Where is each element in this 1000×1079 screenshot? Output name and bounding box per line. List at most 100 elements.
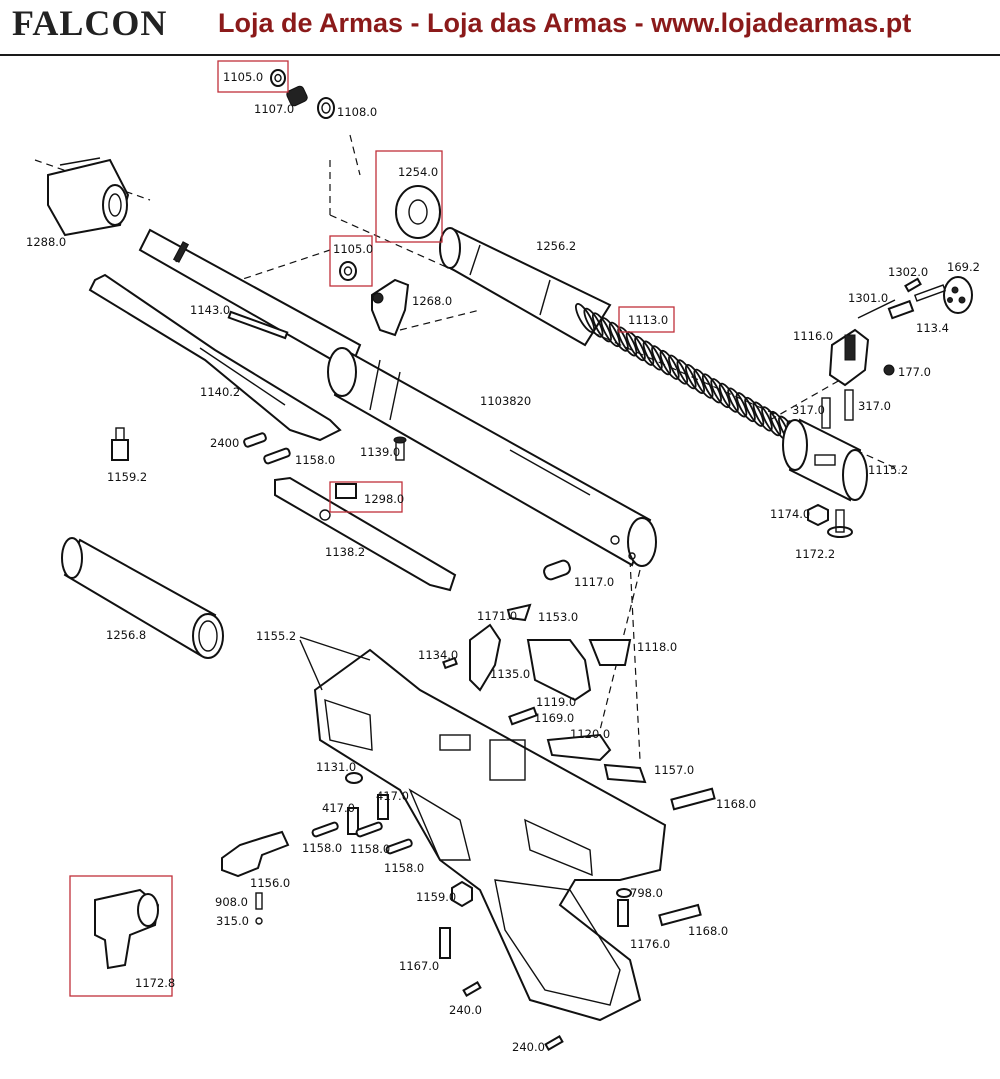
label-1117: 1117.0 [574,575,614,589]
screw-1167 [439,927,451,959]
label-1120: 1120.0 [570,727,610,741]
label-1268: 1268.0 [412,294,452,308]
label-1171: 1171.0 [477,609,517,623]
label-1157: 1157.0 [654,763,694,777]
brand-title: FALCON [12,3,168,43]
label-177: 177.0 [898,365,931,379]
label-2400: 2400 [210,436,239,450]
highlight-box-1105-top [217,60,289,93]
block-1298 [335,483,357,499]
nut-and-screw [807,503,853,538]
label-1155-2: 1155.2 [256,629,296,643]
label-1159-2: 1159.2 [107,470,147,484]
label-417-right: 417.0 [376,789,409,803]
label-1176: 1176.0 [630,937,670,951]
label-1168-lower: 1168.0 [688,924,728,938]
spring-908-ball-315 [255,892,263,925]
header-divider [0,54,1000,56]
label-1168-upper: 1168.0 [716,797,756,811]
pins-240 [462,981,564,1051]
pins-lower [311,821,413,855]
plate-1157 [603,763,647,784]
label-1172-8: 1172.8 [135,976,175,990]
label-169-2: 169.2 [947,260,980,274]
safety-slide [221,830,290,878]
cocking-lever [88,273,342,442]
label-1107: 1107.0 [254,102,294,116]
breech-latch [371,278,410,337]
highlight-box-1172-8 [69,875,173,997]
label-1172-2: 1172.2 [795,547,835,561]
highlight-box-1105-middle [329,235,373,287]
label-1113: 1113.0 [628,313,668,327]
label-1288: 1288.0 [26,235,66,249]
nut-1159 [451,880,473,908]
label-317-left: 317.0 [792,403,825,417]
sight-screws [857,277,922,320]
spring-guide-end [782,418,868,502]
label-1158-top: 1158.0 [295,453,335,467]
screw-1139 [393,436,407,461]
label-1116: 1116.0 [793,329,833,343]
main-spring [575,303,815,455]
muzzle-block [47,157,130,237]
trigger-group [442,603,632,702]
label-798: 798.0 [630,886,663,900]
screw-1159-2 [111,427,129,461]
label-1254: 1254.0 [398,165,438,179]
label-908: 908.0 [215,895,248,909]
safety-lever [546,733,612,762]
label-1118: 1118.0 [637,640,677,654]
label-315: 315.0 [216,914,249,928]
label-1298: 1298.0 [364,492,404,506]
label-1156: 1156.0 [250,876,290,890]
label-1158-right: 1158.0 [384,861,424,875]
screw-798-1176 [616,888,632,927]
cylinder-1256-8 [61,537,224,659]
screws-1168 [658,787,716,927]
label-1135: 1135.0 [490,667,530,681]
label-1138-2: 1138.2 [325,545,365,559]
label-1140-2: 1140.2 [200,385,240,399]
shop-title-link[interactable]: Loja de Armas - Loja das Armas - www.loj… [218,8,912,38]
highlight-box-1254 [375,150,443,243]
label-1301: 1301.0 [848,291,888,305]
piston-tube [439,227,612,347]
label-1134: 1134.0 [418,648,458,662]
label-417-left: 417.0 [322,801,355,815]
screw-177 [883,364,895,376]
label-1158-middle: 1158.0 [350,842,390,856]
label-1119: 1119.0 [536,695,576,709]
label-1105-middle: 1105.0 [333,242,373,256]
label-1256-8: 1256.8 [106,628,146,642]
screw-1119 [508,706,538,726]
pin-1117 [543,559,571,581]
label-1108: 1108.0 [337,105,377,119]
washer-1131 [345,772,363,784]
screws-417 [347,794,389,835]
label-1159: 1159.0 [416,890,456,904]
pin-1143 [227,310,289,340]
label-1256-2: 1256.2 [536,239,576,253]
label-317-right: 317.0 [858,399,891,413]
label-1153: 1153.0 [538,610,578,624]
receiver-tube [327,347,657,567]
label-1139: 1139.0 [360,445,400,459]
highlight-boxes [69,60,675,997]
label-1169: 1169.0 [534,711,574,725]
label-1105-top: 1105.0 [223,70,263,84]
rear-sight [828,328,870,387]
elevation-knob [913,276,973,314]
washer-1254 [395,185,441,239]
part-labels: 1105.0 1107.0 1108.0 1254.0 1288.0 1105.… [26,70,980,1054]
label-113-4: 113.4 [916,321,949,335]
highlight-box-1113 [618,306,675,333]
label-1103820: 1103820 [480,394,531,408]
seal-group-top [270,69,335,119]
page-header: FALCON Loja de Armas - Loja das Armas - … [0,0,1000,52]
label-1115-2: 1115.2 [868,463,908,477]
highlight-box-1298 [329,481,403,513]
seal-1105-middle [339,261,357,281]
label-1167: 1167.0 [399,959,439,973]
